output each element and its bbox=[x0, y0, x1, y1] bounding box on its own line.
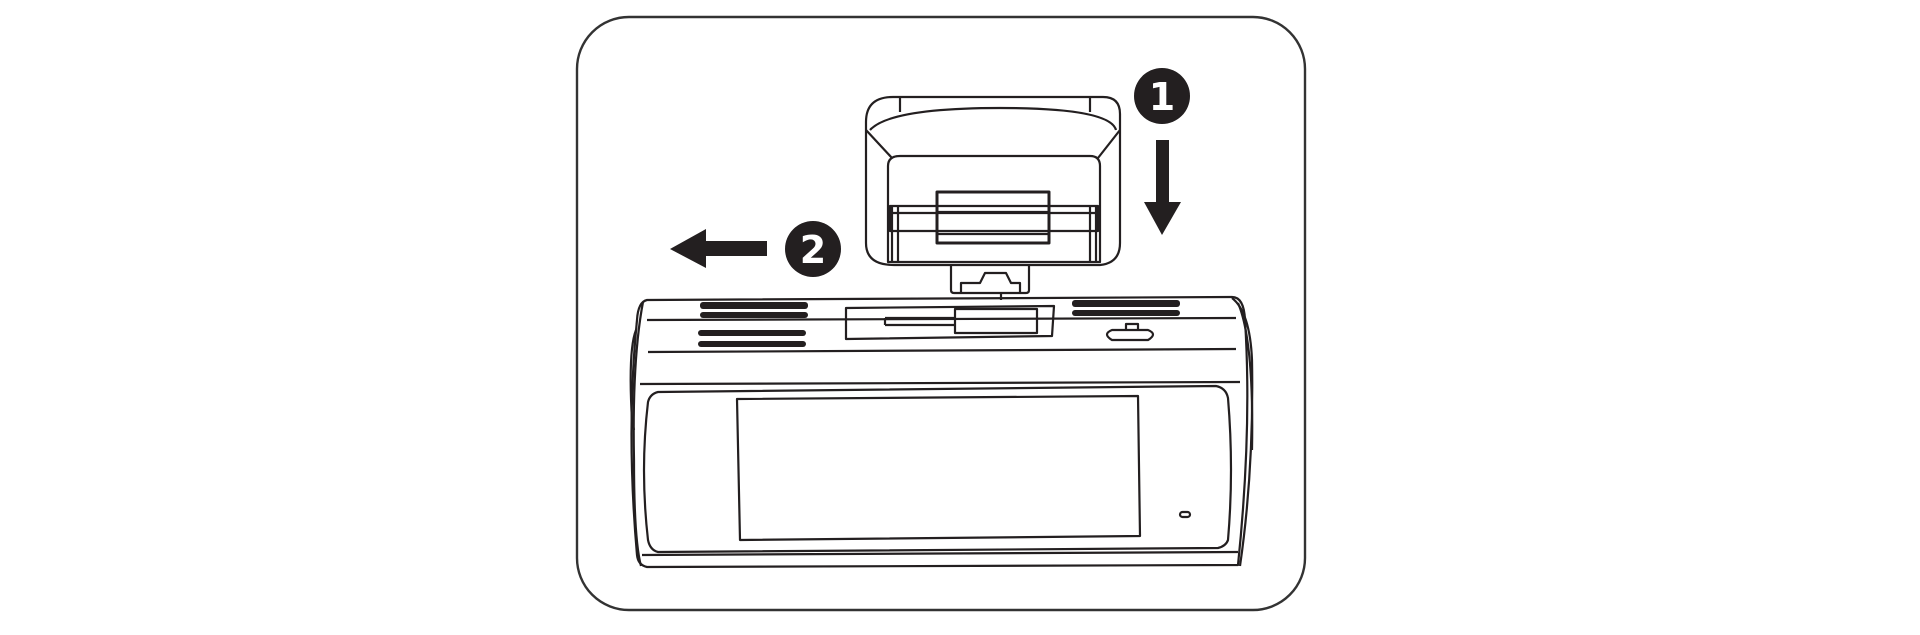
left-arrow-icon bbox=[670, 229, 767, 268]
step-1-number: 1 bbox=[1149, 75, 1175, 119]
vent-slots bbox=[698, 300, 1180, 347]
step-1-badge bbox=[1134, 68, 1190, 124]
mount-bracket bbox=[864, 95, 1122, 300]
down-arrow-icon bbox=[1144, 140, 1181, 235]
diagram-frame bbox=[575, 15, 1307, 612]
step-2-indicator: 2 bbox=[670, 221, 841, 277]
step-1-indicator: 1 bbox=[1134, 68, 1190, 235]
step-2-badge bbox=[785, 221, 841, 277]
step-2-number: 2 bbox=[800, 228, 826, 272]
camera-body bbox=[629, 295, 1254, 569]
